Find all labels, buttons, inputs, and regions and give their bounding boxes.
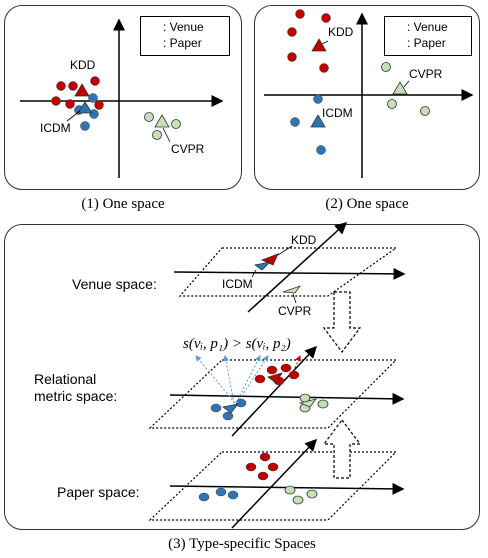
paper-point-blue	[89, 109, 99, 119]
venue-kdd-triangle	[74, 83, 90, 97]
paper-point-red	[280, 363, 292, 373]
paper-point-blue	[290, 117, 300, 127]
panel2-legend: : Venue : Paper	[384, 16, 472, 56]
score-arrows	[195, 355, 301, 404]
score-formula: s(vᵢ, p₁) > s(vᵢ, p₂)	[183, 336, 291, 352]
venue-cvpr-triangle	[298, 398, 317, 408]
paper-point-red	[295, 9, 305, 19]
paper-point-green	[306, 489, 318, 499]
paper-point-red	[65, 99, 75, 109]
paper-point-red	[51, 96, 61, 106]
paper-point-green	[292, 495, 304, 505]
paper-point-red	[90, 76, 100, 86]
paper-point-green	[144, 112, 154, 122]
paper-point-red	[287, 52, 297, 62]
paper-point-green	[420, 106, 430, 116]
panel3-caption: (3) Type-specific Spaces	[168, 536, 316, 552]
legend-paper-label: : Paper	[163, 36, 202, 50]
paper-point-blue	[198, 492, 210, 502]
kdd-label: KDD	[291, 233, 317, 247]
venue-icdm-triangle	[254, 261, 272, 271]
legend-paper-label: : Paper	[407, 36, 446, 50]
paper-point-green	[317, 399, 329, 409]
kdd-label: KDD	[70, 58, 96, 72]
icdm-label: ICDM	[40, 121, 71, 135]
paper-point-green	[152, 130, 162, 140]
block-arrow-down	[322, 291, 362, 353]
cvpr-label: CVPR	[278, 304, 312, 318]
paper-point-red	[287, 27, 297, 37]
paper-point-green	[171, 119, 181, 129]
panel1-caption: (1) One space	[81, 196, 165, 212]
panel2-points	[287, 9, 430, 155]
paper-point-blue	[215, 487, 227, 497]
relational-space-label: Relational metric space:	[34, 371, 118, 404]
paper-point-blue	[222, 411, 234, 421]
paper-point-red	[56, 81, 66, 91]
paper-point-red	[267, 462, 279, 472]
panel-two-space	[254, 5, 480, 190]
panel-type-specific-spaces	[4, 224, 480, 530]
paper-point-blue	[210, 403, 222, 413]
icdm-label: ICDM	[322, 106, 353, 120]
legend-venue-label: : Venue	[407, 20, 448, 34]
panel1-legend: : Venue : Paper	[140, 16, 230, 56]
paper-point-green	[381, 62, 391, 72]
paper-point-red	[321, 13, 331, 23]
paper-point-red	[254, 374, 266, 384]
paper-point-red	[257, 471, 269, 481]
cvpr-label: CVPR	[409, 67, 443, 81]
paper-point-red	[245, 462, 257, 472]
relational-plane	[148, 345, 405, 437]
paper-point-green	[284, 485, 296, 495]
paper-point-blue	[316, 145, 326, 155]
paper-plane	[148, 438, 405, 529]
paper-point-red	[259, 452, 271, 462]
block-arrow-up	[322, 419, 362, 479]
paper-point-red	[68, 81, 78, 91]
paper-space-label: Paper space:	[57, 484, 140, 500]
venue-kdd-triangle	[267, 372, 283, 384]
paper-point-blue	[313, 94, 323, 104]
venue-icdm-triangle	[77, 101, 93, 114]
paper-point-red	[266, 365, 278, 375]
paper-point-blue	[88, 93, 98, 103]
venue-kdd-triangle	[311, 38, 327, 52]
paper-point-red	[288, 370, 300, 380]
venue-space-label: Venue space:	[72, 276, 157, 292]
venue-cvpr-triangle	[392, 81, 408, 95]
paper-point-green	[387, 99, 397, 109]
cvpr-label: CVPR	[171, 142, 205, 156]
kdd-label: KDD	[328, 25, 354, 39]
legend-venue-label: : Venue	[163, 20, 204, 34]
venue-cvpr-triangle	[154, 114, 170, 128]
venue-icdm-triangle	[222, 403, 239, 414]
venue-cvpr-triangle	[282, 285, 302, 294]
panel1-points	[51, 76, 181, 143]
paper-point-red	[94, 100, 104, 110]
panel-one-space	[4, 5, 242, 190]
venue-icdm-triangle	[310, 114, 326, 128]
paper-point-red	[319, 63, 329, 73]
icdm-label: ICDM	[222, 277, 253, 291]
paper-point-blue	[80, 121, 90, 131]
paper-point-blue	[227, 490, 239, 500]
venue-plane	[173, 221, 406, 313]
panel2-caption: (2) One space	[325, 196, 409, 212]
panel2-axes	[264, 12, 474, 178]
